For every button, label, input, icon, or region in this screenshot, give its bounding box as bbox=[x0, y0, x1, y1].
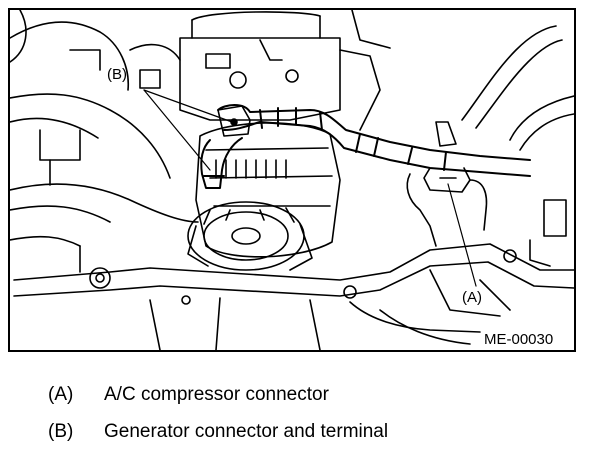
engine-diagram: (B) (A) ME-00030 bbox=[8, 8, 576, 352]
legend-item-a: (A) A/C compressor connector bbox=[48, 384, 329, 406]
lower-bracket bbox=[13, 243, 574, 350]
engine-block bbox=[179, 10, 391, 131]
connector-a bbox=[406, 121, 488, 247]
callout-a: (A) bbox=[462, 289, 482, 306]
legend-key: (A) bbox=[48, 384, 74, 405]
background-engine-parts bbox=[10, 10, 199, 273]
figure-code: ME-00030 bbox=[484, 331, 554, 348]
connector-b bbox=[217, 105, 251, 137]
generator-harness bbox=[200, 104, 531, 189]
legend-text: A/C compressor connector bbox=[104, 384, 329, 405]
callout-b: (B) bbox=[107, 66, 127, 83]
legend-item-b: (B) Generator connector and terminal bbox=[48, 421, 388, 443]
right-pipes bbox=[461, 25, 574, 267]
legend-key: (B) bbox=[48, 421, 74, 442]
legend-text: Generator connector and terminal bbox=[104, 421, 389, 442]
generator bbox=[187, 122, 341, 271]
engine-illustration bbox=[10, 10, 574, 350]
leader-lines bbox=[143, 89, 477, 287]
